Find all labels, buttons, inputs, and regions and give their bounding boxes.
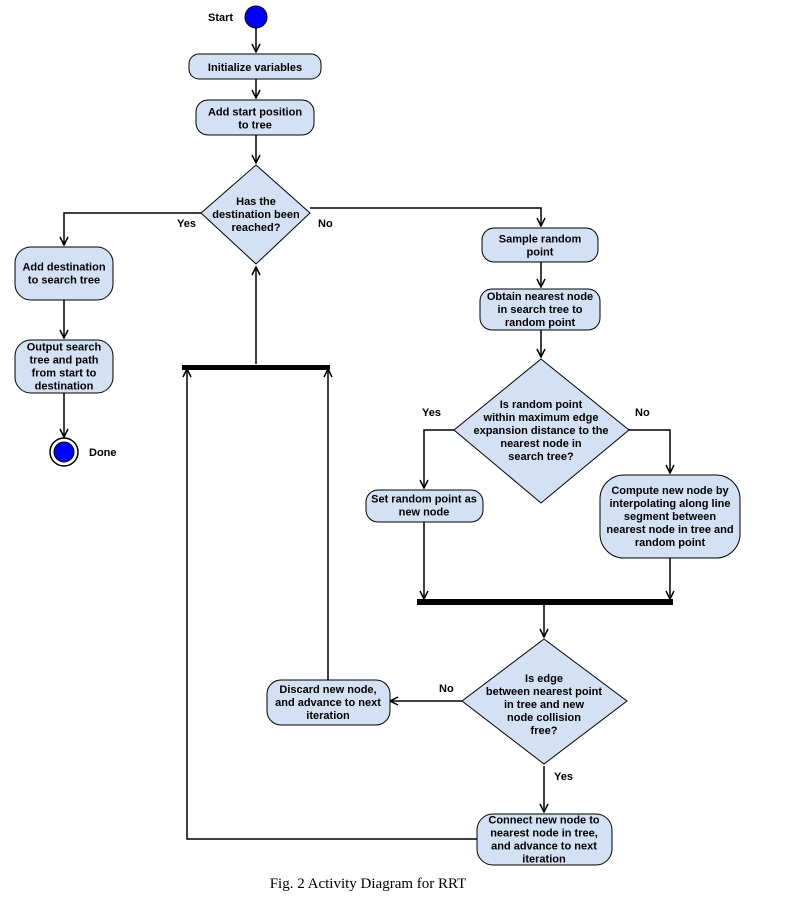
node-text-line: node collision <box>507 712 581 724</box>
join-bar <box>417 599 673 605</box>
node-text-line: from start to <box>32 368 97 380</box>
node-text-line: new node <box>399 507 450 519</box>
node-text-line: and advance to next <box>275 697 381 709</box>
start-label: Start <box>208 12 233 24</box>
dest-no-label: No <box>318 218 333 230</box>
node-text-line: Is random point <box>500 399 583 411</box>
edge-within-no <box>629 429 670 473</box>
node-text-line: search tree? <box>508 451 574 463</box>
node-text-line: Discard new node, <box>279 684 376 696</box>
node-text-line: Obtain nearest node <box>487 291 593 303</box>
node-text-line: Initialize variables <box>208 62 302 74</box>
collision-free-decision <box>461 638 628 765</box>
done-label: Done <box>89 447 117 459</box>
within-distance-decision <box>453 358 630 504</box>
node-text-line: segment between <box>624 511 717 523</box>
compute-new-node <box>599 474 741 559</box>
node-text-line: interpolating along line <box>610 498 731 510</box>
discard-node <box>266 679 391 726</box>
node-text-line: Is edge <box>525 673 563 685</box>
collision-yes-label: Yes <box>554 771 573 783</box>
edge-dest-yes <box>64 212 201 245</box>
initialize-variables-text: Initialize variables <box>208 62 302 74</box>
connect-node <box>476 813 613 866</box>
edges <box>64 28 670 840</box>
initialize-variables-node <box>188 53 322 80</box>
node-text-line: and advance to next <box>491 841 597 853</box>
node-text-line: nearest node in tree, <box>490 828 598 840</box>
node-text-line: nearest node in tree and <box>606 524 733 536</box>
node-text-line: to search tree <box>28 275 100 287</box>
collision-no-label: No <box>439 683 454 695</box>
node-text-line: destination <box>35 381 94 393</box>
add-start-node <box>195 99 315 136</box>
node-text-line: Compute new node by <box>611 485 729 497</box>
node-text-line: destination been <box>212 209 300 221</box>
node-text-line: random point <box>505 317 576 329</box>
dest-yes-label: Yes <box>177 218 196 230</box>
node-text-line: between nearest point <box>486 686 602 698</box>
node-text-line: in search tree to <box>498 304 583 316</box>
node-text-line: iteration <box>306 710 350 722</box>
destination-check-decision <box>200 164 311 265</box>
edge-within-yes <box>424 429 454 488</box>
output-node <box>14 339 114 394</box>
sample-random-node <box>481 227 599 263</box>
done-node-inner <box>53 441 75 463</box>
node-text-line: random point <box>635 537 706 549</box>
node-text-line: to tree <box>238 120 272 132</box>
node-text-line: free? <box>531 725 558 737</box>
node-text-line: nearest node in <box>500 438 582 450</box>
start-node <box>244 5 268 29</box>
within-no-label: No <box>635 407 650 419</box>
loop-merge-bar <box>182 365 330 370</box>
node-text-line: Has the <box>236 196 276 208</box>
node-text-line: Add destination <box>22 262 105 274</box>
node-text-line: point <box>527 247 554 259</box>
node-text-line: Connect new node to <box>488 815 600 827</box>
edge-dest-no <box>310 207 541 226</box>
node-text-line: Set random point as <box>371 494 477 506</box>
within-yes-label: Yes <box>422 407 441 419</box>
node-text-line: Output search <box>27 342 102 354</box>
set-random-point-node <box>365 489 484 523</box>
node-text-line: Sample random <box>499 234 582 246</box>
nearest-node <box>479 288 601 331</box>
figure-caption: Fig. 2 Activity Diagram for RRT <box>270 876 467 892</box>
edge-connect-loop <box>187 369 477 840</box>
node-text-line: in tree and new <box>504 699 585 711</box>
node-text-line: expansion distance to the <box>473 425 608 437</box>
node-text-line: reached? <box>232 222 281 234</box>
node-text-line: iteration <box>522 854 566 866</box>
node-text-line: within maximum edge <box>483 412 599 424</box>
node-text-line: Add start position <box>208 107 302 119</box>
add-destination-node <box>14 246 114 301</box>
node-text-line: tree and path <box>29 355 98 367</box>
